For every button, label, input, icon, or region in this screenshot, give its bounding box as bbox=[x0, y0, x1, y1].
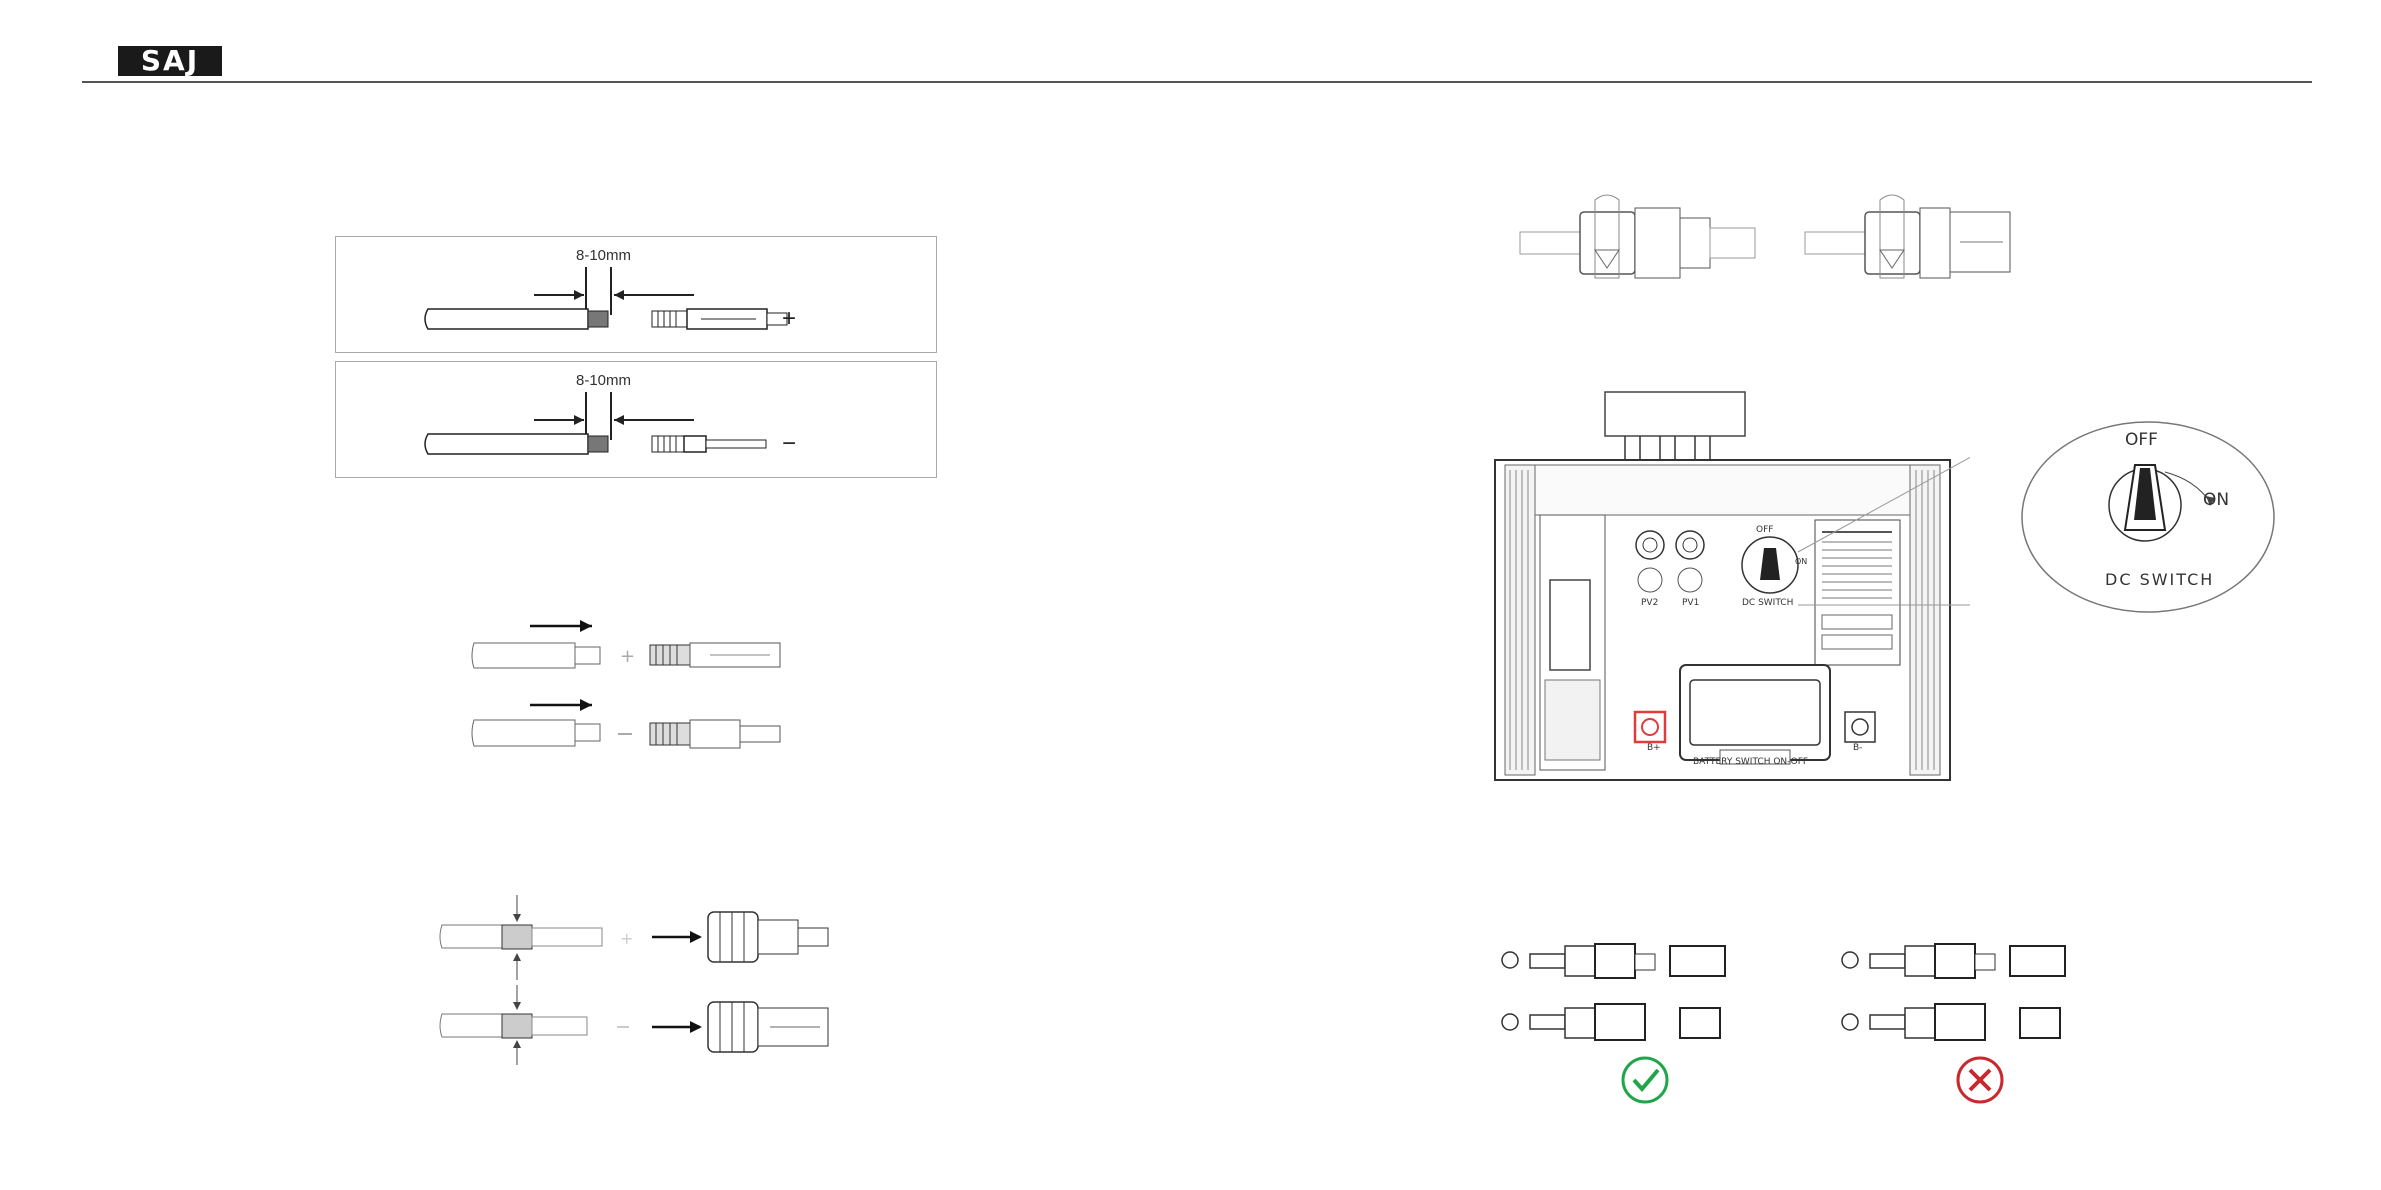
polarity-minus: − bbox=[782, 430, 796, 458]
pv2-label: PV2 bbox=[1641, 598, 1658, 608]
callout-title: DC SWITCH bbox=[2105, 570, 2214, 589]
callout-off-label: OFF bbox=[2125, 430, 2158, 450]
pv1-label: PV1 bbox=[1682, 598, 1699, 608]
strip-positive-diagram bbox=[336, 237, 936, 352]
dc-switch-label: DC SWITCH bbox=[1742, 598, 1793, 608]
callout-on-label: ON bbox=[2203, 490, 2229, 510]
saj-logo: SAJ bbox=[118, 46, 222, 76]
strip-negative-box: 8-10mm − bbox=[335, 361, 937, 478]
correct-connection-diagram bbox=[1495, 940, 1755, 1105]
incorrect-connection-diagram bbox=[1835, 940, 2095, 1105]
off-label: OFF bbox=[1756, 525, 1773, 535]
on-label: ON bbox=[1795, 557, 1807, 566]
polarity-plus: + bbox=[782, 305, 796, 333]
svg-text:+: + bbox=[620, 646, 635, 667]
insert-pin-diagram: + bbox=[460, 610, 830, 760]
header-rule bbox=[82, 81, 2312, 83]
crimp-housing-diagram: + bbox=[430, 890, 860, 1070]
tighten-nut-diagram bbox=[1515, 190, 2055, 295]
battery-plus-label: B+ bbox=[1647, 743, 1661, 753]
strip-negative-diagram bbox=[336, 362, 936, 477]
battery-switch-label: BATTERY SWITCH ON-OFF bbox=[1693, 757, 1808, 767]
battery-minus-label: B- bbox=[1853, 743, 1862, 753]
svg-text:+: + bbox=[620, 929, 633, 948]
strip-positive-box: 8-10mm + bbox=[335, 236, 937, 353]
inverter-bottom-view bbox=[1490, 390, 1970, 790]
